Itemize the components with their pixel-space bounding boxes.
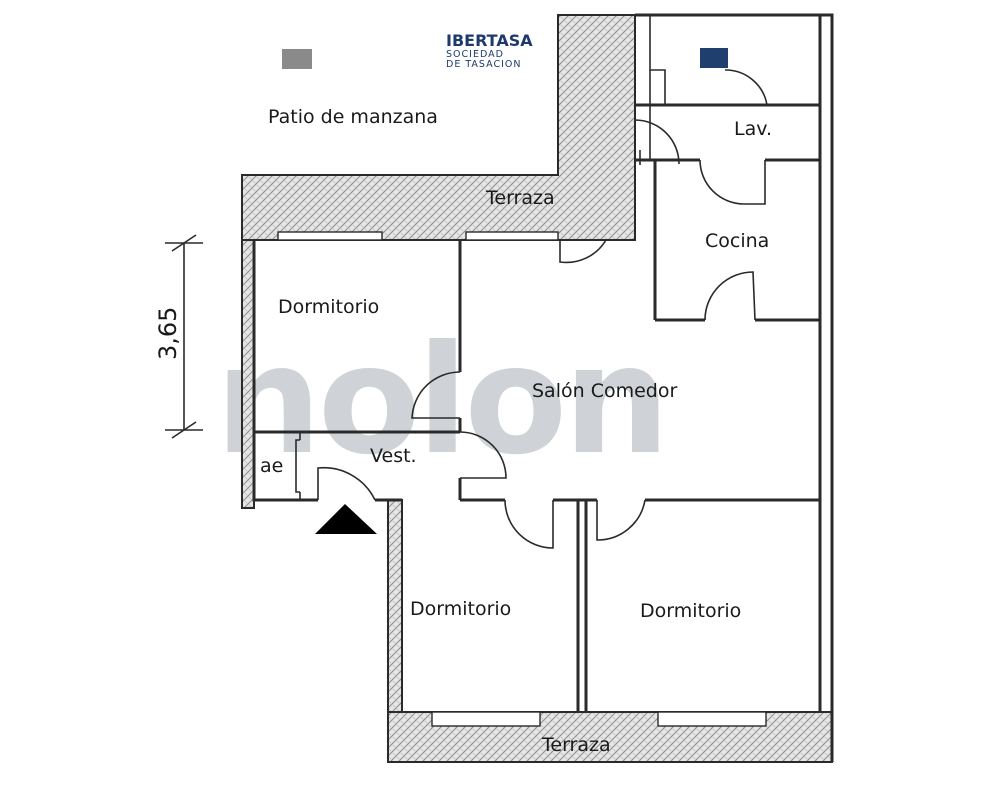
- door-dormitorio-2: [504, 499, 554, 549]
- outer-wall-right: [635, 13, 834, 762]
- logo-tagline-2: DE TASACION: [446, 59, 521, 70]
- label-salon: Salón Comedor: [532, 380, 677, 402]
- window-dormitorio-3-bottom: [657, 711, 767, 727]
- door-entrance: [317, 466, 376, 501]
- label-cocina: Cocina: [705, 230, 769, 252]
- blue-marker-square: [700, 48, 728, 68]
- grey-marker-square: [282, 49, 312, 69]
- label-ae: ae: [260, 455, 283, 477]
- lower-left-wall-hatched: [387, 499, 403, 713]
- entrance-arrow-icon: [315, 504, 377, 534]
- label-vestibulo: Vest.: [370, 445, 417, 467]
- door-upper-service: [724, 69, 768, 106]
- window-dormitorio-2-bottom: [431, 711, 541, 727]
- door-cocina: [704, 271, 756, 321]
- label-dormitorio-3: Dormitorio: [640, 600, 741, 622]
- logo-name: IBERTASA: [446, 31, 533, 50]
- dimension-label: 3,65: [154, 307, 182, 360]
- logo-tagline-1: SOCIEDAD: [446, 49, 504, 60]
- door-lavadero-terrace: [634, 119, 680, 165]
- outer-wall-left: [252, 240, 318, 502]
- label-patio: Patio de manzana: [268, 106, 438, 128]
- window-dormitorio-top: [277, 231, 383, 241]
- service-wall-upper: [649, 15, 666, 105]
- ibertasa-logo: IBERTASA SOCIEDAD DE TASACION: [440, 20, 572, 70]
- dimension-line: [165, 234, 203, 439]
- left-wall-hatched: [241, 239, 255, 509]
- door-dormitorio-1: [411, 371, 461, 419]
- door-salon-terrace: [559, 239, 607, 264]
- door-ae: [295, 439, 300, 493]
- watermark: nolon: [215, 314, 666, 488]
- label-terraza-top: Terraza: [485, 187, 555, 209]
- label-lavadero: Lav.: [734, 118, 772, 140]
- door-dormitorio-3: [596, 499, 646, 541]
- door-vest: [459, 431, 507, 479]
- window-salon-top: [465, 231, 559, 241]
- door-lavadero: [699, 159, 766, 205]
- label-terraza-bottom: Terraza: [541, 734, 611, 756]
- label-dormitorio-2: Dormitorio: [410, 598, 511, 620]
- label-dormitorio-1: Dormitorio: [278, 296, 379, 318]
